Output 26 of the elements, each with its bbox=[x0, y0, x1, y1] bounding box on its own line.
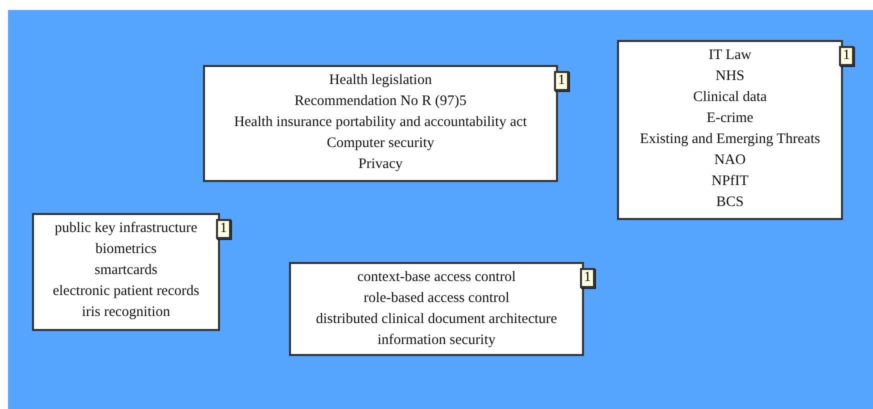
count-tag: 1 bbox=[580, 268, 595, 288]
topic-text: NPfIT bbox=[711, 172, 749, 191]
topic-text: Existing and Emerging Threats bbox=[640, 130, 820, 149]
topic-text: distributed clinical document architecture bbox=[316, 310, 558, 329]
count-tag: 1 bbox=[554, 71, 569, 91]
topic-text: electronic patient records bbox=[52, 282, 200, 301]
topic-text: public key infrastructure bbox=[54, 219, 198, 238]
topic-text: NHS bbox=[715, 67, 744, 86]
topic-text: Privacy bbox=[358, 155, 403, 174]
topic-text: biometrics bbox=[95, 240, 157, 259]
count-tag: 1 bbox=[216, 219, 231, 239]
topic-text: Recommendation No R (97)5 bbox=[294, 92, 466, 111]
topic-text: information security bbox=[378, 331, 496, 350]
topic-text: Health insurance portability and accountability act bbox=[234, 113, 527, 132]
topic-text: IT Law bbox=[708, 46, 752, 65]
topic-text: smartcards bbox=[94, 261, 158, 280]
count-tag: 1 bbox=[839, 46, 854, 66]
topic-text: Clinical data bbox=[693, 88, 767, 107]
topic-text: Health legislation bbox=[329, 71, 432, 90]
topic-text: iris recognition bbox=[82, 303, 170, 322]
topic-text: role-based access control bbox=[364, 289, 510, 308]
topic-text: E-crime bbox=[706, 109, 754, 128]
topic-text: Computer security bbox=[326, 134, 434, 153]
topic-text: NAO bbox=[714, 151, 746, 170]
topic-text: BCS bbox=[716, 193, 744, 212]
topic-text: context-base access control bbox=[357, 268, 516, 287]
